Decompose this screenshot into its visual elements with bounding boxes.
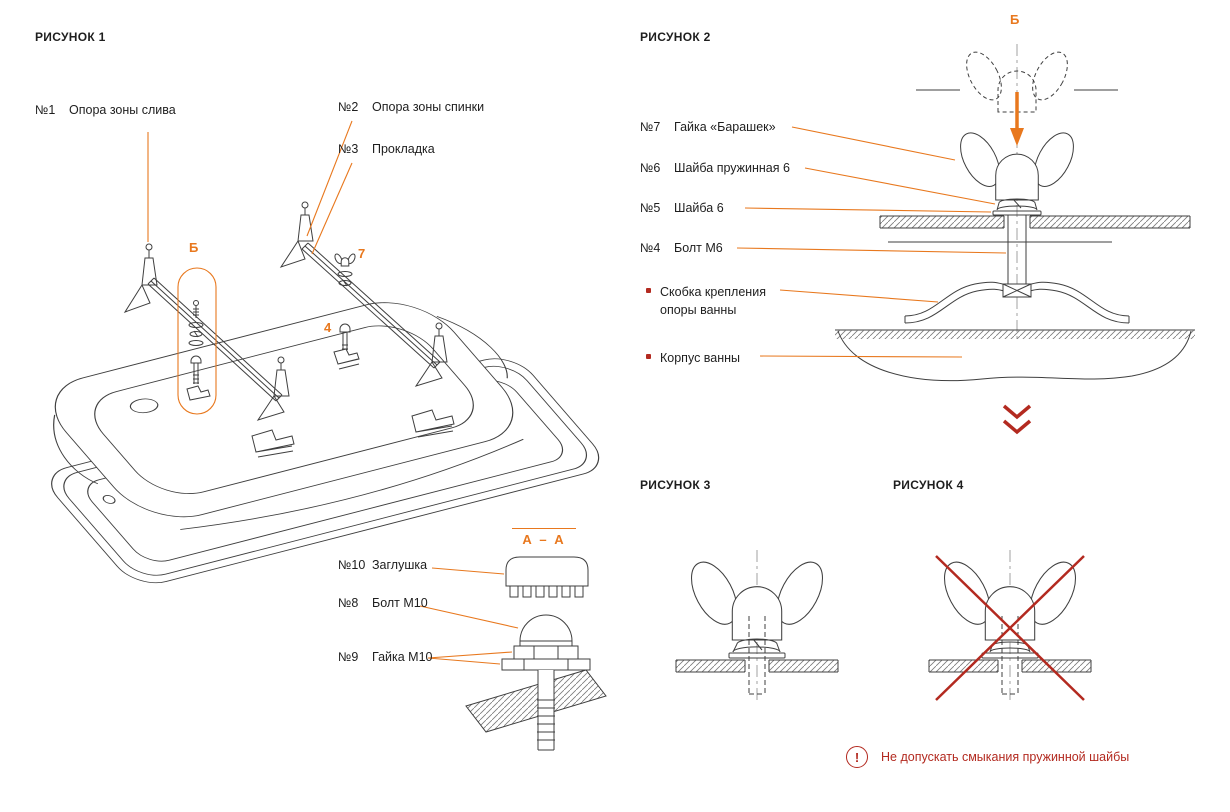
bolt: [1002, 215, 1032, 298]
leader-part3: [311, 162, 353, 255]
callout-b-box: [177, 267, 217, 415]
part-name: Гайка «Барашек»: [674, 120, 776, 134]
support-frame-left: [123, 243, 295, 458]
part-label-2: №2 Опора зоны спинки: [338, 100, 484, 114]
part-name: Скобка крепления опоры ванны: [660, 285, 766, 318]
part-label-10: №10 Заглушка: [338, 558, 427, 572]
part-number: №6: [640, 161, 661, 175]
figure1-title: РИСУНОК 1: [35, 30, 106, 44]
bullet-icon: [646, 354, 651, 359]
overflow-hole: [129, 398, 159, 414]
part-name: Гайка М10: [372, 650, 433, 664]
support-frame-right: [279, 201, 455, 438]
bolt-head: [519, 614, 573, 647]
part-label-7: №7 Гайка «Барашек»: [640, 120, 776, 134]
figure1-drawing: [51, 201, 607, 751]
part-label-5: №5 Шайба 6: [640, 201, 724, 215]
warning-text: Не допускать смыкания пружинной шайбы: [881, 750, 1130, 764]
part-number: №3: [338, 142, 359, 156]
section-a-a-label: А – А: [512, 528, 576, 547]
cap: [505, 556, 589, 587]
figure2-drawing: [835, 44, 1195, 382]
support-plate-section: [879, 215, 1191, 243]
fastener-stack-4: [333, 323, 360, 370]
detail-marker-b-fig2: Б: [1010, 12, 1020, 27]
fastener-stack-b: [186, 300, 211, 401]
hidden-bolt: [1001, 616, 1019, 695]
drain-hole: [102, 495, 116, 504]
hidden-bolt: [748, 616, 766, 695]
fastener-stack-7: [332, 252, 358, 287]
detail-marker-b: Б: [189, 240, 199, 255]
part-name: Корпус ванны: [660, 351, 741, 365]
red-cross-icon: [935, 555, 1085, 701]
figure2-title: РИСУНОК 2: [640, 30, 711, 44]
washer: [992, 210, 1042, 216]
warning-icon: !: [846, 746, 868, 768]
part-label-3: №3 Прокладка: [338, 142, 435, 156]
part-number: №10: [338, 558, 366, 572]
part-name: Шайба 6: [674, 201, 724, 215]
part-number: №4: [640, 241, 661, 255]
part-label-4: №4 Болт М6: [640, 241, 723, 255]
bullet-label-bracket: Скобка крепления опоры ванны: [646, 283, 798, 319]
part-label-1: №1 Опора зоны слива: [35, 103, 176, 117]
bullet-label-tub-body: Корпус ванны: [646, 349, 806, 367]
part-number: №8: [338, 596, 359, 610]
item-marker-4: 4: [324, 320, 332, 335]
leader-bracket: [779, 289, 939, 303]
spring-washer: [996, 198, 1038, 211]
arrow-down-icon: [1010, 92, 1024, 146]
leader-part4: [736, 247, 1007, 254]
figure4-title: РИСУНОК 4: [893, 478, 964, 492]
support-plate-section: [675, 659, 839, 673]
flange-nut: [501, 658, 591, 671]
leader-part7: [791, 126, 956, 161]
part-number: №9: [338, 650, 359, 664]
leader-part5: [744, 207, 992, 213]
figure3-drawing: [675, 550, 839, 700]
part-number: №2: [338, 100, 359, 114]
bathtub-outline: [51, 302, 600, 584]
part-name: Опора зоны спинки: [372, 100, 485, 114]
figure4-drawing: [928, 550, 1092, 701]
part-number: №1: [35, 103, 56, 117]
tub-body-section: [835, 329, 1195, 382]
part-label-9: №9 Гайка М10: [338, 650, 433, 664]
leader-tub-body: [759, 355, 963, 358]
bullet-icon: [646, 288, 651, 293]
item-marker-7: 7: [358, 246, 366, 261]
leader-part10: [431, 567, 505, 575]
leader-part8: [419, 605, 519, 629]
chevron-down-icon: [1002, 404, 1032, 435]
part-name: Болт М6: [674, 241, 723, 255]
leader-part9: [427, 651, 513, 665]
figure1-leader-lines: [147, 120, 519, 665]
compressed-spring-washer: [989, 641, 1031, 653]
part-number: №7: [640, 120, 661, 134]
part-name: Прокладка: [372, 142, 435, 156]
leader-part6: [804, 167, 996, 205]
part-label-8: №8 Болт М10: [338, 596, 428, 610]
part-name: Шайба пружинная 6: [674, 161, 790, 175]
part-name: Заглушка: [372, 558, 428, 572]
tub-edge-section: [465, 669, 607, 733]
warning-exclamation: !: [854, 749, 860, 765]
bolt-shaft: [537, 670, 555, 751]
warning-note: ! Не допускать смыкания пружинной шайбы: [846, 746, 1129, 768]
spring-washer: [732, 638, 781, 653]
part-number: №5: [640, 201, 661, 215]
figure3-title: РИСУНОК 3: [640, 478, 711, 492]
leader-part2: [306, 120, 353, 237]
part-label-6: №6 Шайба пружинная 6: [640, 161, 790, 175]
part-name: Опора зоны слива: [69, 103, 176, 117]
washer: [728, 652, 786, 659]
nut: [513, 645, 579, 660]
part-name: Болт М10: [372, 596, 428, 610]
figure2-leader-lines: [736, 126, 1007, 358]
section-detail-drawing: [465, 556, 607, 751]
